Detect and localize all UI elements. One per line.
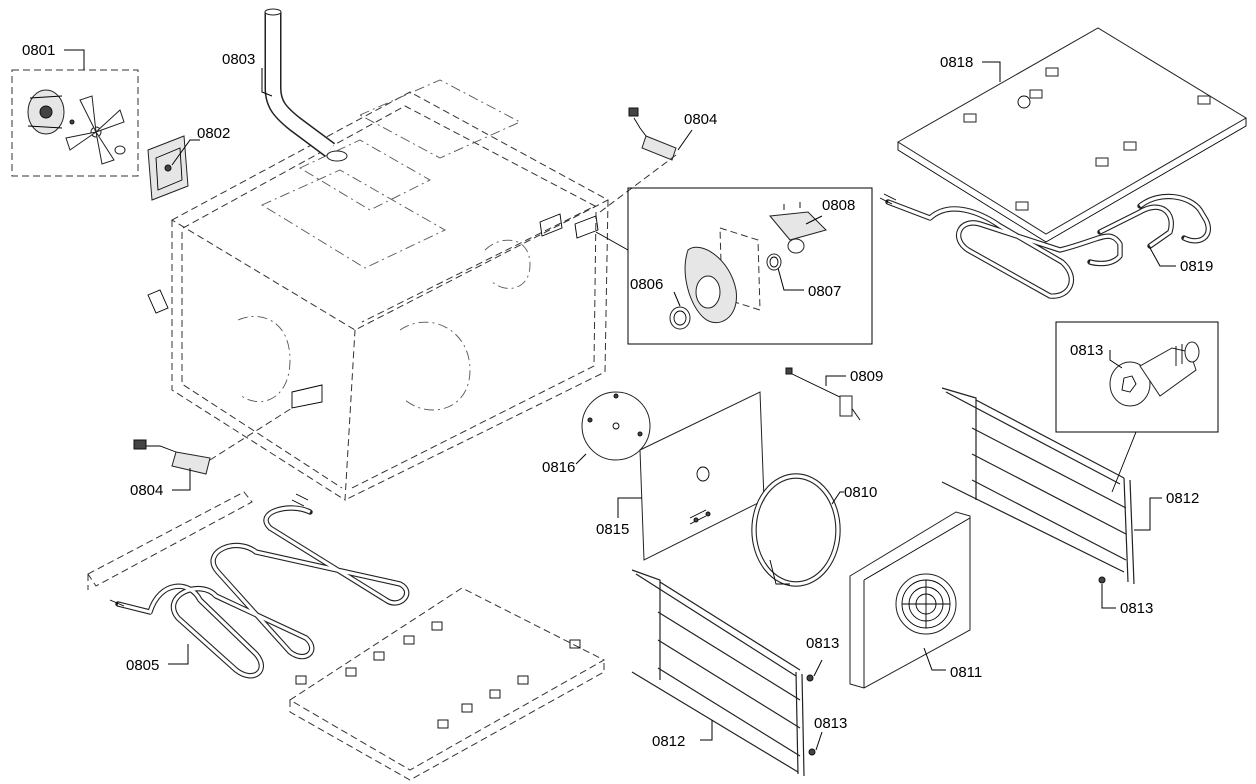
leader-0811 (923, 647, 946, 671)
callout-0805: 0805 (126, 657, 159, 674)
leader-0813-bottom (815, 731, 823, 751)
callout-0801: 0801 (22, 42, 55, 59)
leader-0809 (825, 375, 846, 386)
leader-0810 (831, 491, 844, 505)
leader-0802 (171, 139, 200, 166)
bottom-tray[interactable] (289, 587, 606, 781)
leader-0806 (673, 291, 681, 307)
leader-0813-mid (813, 659, 823, 677)
leader-0807 (777, 267, 804, 291)
callout-0818: 0818 (940, 54, 973, 71)
leader-0816 (575, 453, 587, 465)
rear-panel[interactable] (639, 391, 765, 561)
shelf-rail-left[interactable] (631, 569, 805, 777)
shelf-rail-right[interactable] (941, 387, 1135, 585)
callout-0815: 0815 (596, 521, 629, 538)
exhaust-pipe[interactable] (264, 8, 348, 162)
callout-0812-right: 0812 (1166, 490, 1199, 507)
leader-0813-right (1101, 584, 1116, 609)
leader-0808 (805, 215, 823, 225)
callout-0803: 0803 (222, 51, 255, 68)
callout-0811: 0811 (950, 664, 982, 681)
callout-0816: 0816 (542, 459, 575, 476)
callout-0813-mid: 0813 (806, 635, 839, 652)
fan-blade (65, 95, 125, 165)
callout-0807: 0807 (808, 283, 841, 300)
temperature-probe[interactable] (785, 367, 861, 421)
leader-0803 (261, 68, 273, 97)
leader-0812-bottom (700, 720, 713, 741)
callout-0819: 0819 (1180, 258, 1213, 275)
top-heating-element[interactable] (879, 193, 1211, 299)
oven-cavity (147, 79, 610, 501)
callout-0813-right: 0813 (1120, 600, 1153, 617)
leader-0819 (1149, 247, 1176, 267)
leader-0805 (168, 644, 189, 665)
bottom-heating-element[interactable] (109, 493, 410, 679)
detail-inset-box (595, 187, 873, 345)
fan-motor-assembly[interactable] (11, 69, 139, 177)
leader-0815 (617, 497, 642, 518)
callout-0802: 0802 (197, 125, 230, 142)
fan-cover[interactable] (849, 511, 971, 689)
screw-detail-inset (1055, 321, 1219, 493)
fan-cover-plate[interactable] (147, 135, 189, 201)
screw-right[interactable] (1098, 576, 1106, 584)
leader-0818 (982, 61, 1001, 82)
callout-0812-bottom: 0812 (652, 733, 685, 750)
screw-mid[interactable] (806, 674, 814, 682)
callout-0810: 0810 (844, 484, 877, 501)
callout-0808: 0808 (822, 197, 855, 214)
leader-0804-left (172, 468, 191, 491)
leader-0812-right (1134, 497, 1162, 531)
door-lock-sensor-left[interactable] (133, 439, 211, 475)
leader-0813-detail (1109, 350, 1123, 369)
leader-0801 (64, 49, 85, 70)
callout-0809: 0809 (850, 368, 883, 385)
callout-0804-left: 0804 (130, 482, 163, 499)
door-lock-sensor-top[interactable] (628, 107, 677, 161)
ring-heating-element[interactable] (751, 473, 841, 587)
callout-0813-detail: 0813 (1070, 342, 1103, 359)
callout-0804-top: 0804 (684, 111, 717, 128)
callout-0806: 0806 (630, 276, 663, 293)
screw-bottom[interactable] (808, 748, 816, 756)
callout-0813-bottom: 0813 (814, 715, 847, 732)
fan-gasket-plate[interactable] (581, 391, 651, 461)
leader-0804-top (677, 129, 693, 151)
bottom-heater-shield (87, 491, 253, 590)
top-heater-cover[interactable] (897, 27, 1247, 243)
